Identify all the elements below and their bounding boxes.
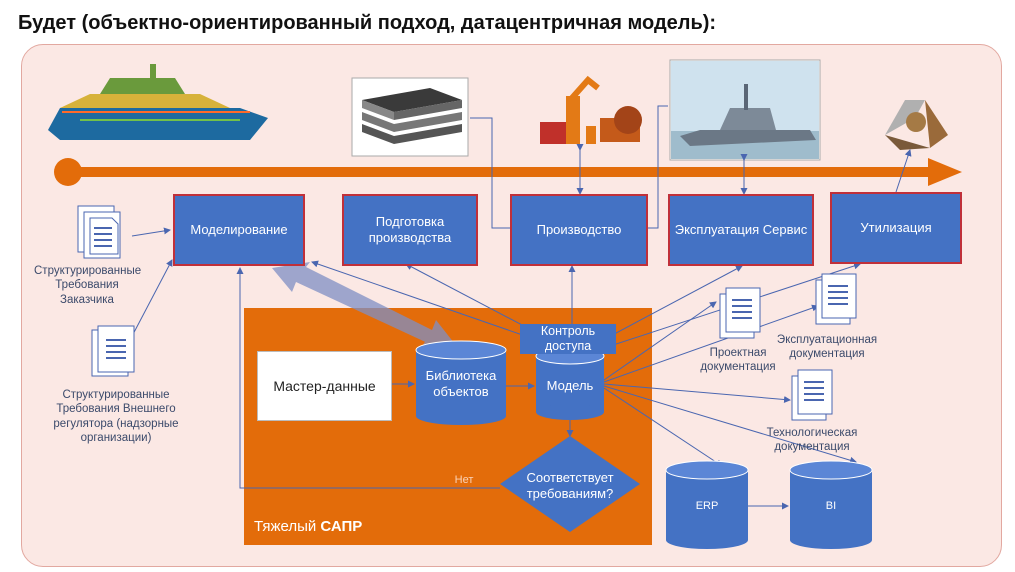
cad-title: Тяжелый САПР xyxy=(254,518,363,535)
document-icon xyxy=(719,287,761,339)
steel-plates-icon xyxy=(351,77,469,157)
customer-requirements-label: Структурированные Требования Заказчика xyxy=(34,265,142,306)
welding-robot-icon xyxy=(540,75,642,144)
model-db xyxy=(535,347,605,420)
design-docs-label: Проектная документация xyxy=(700,347,776,374)
technology-docs-label: Технологическая документация xyxy=(766,427,858,454)
operation-docs-label: Эксплуатационная документация xyxy=(776,334,878,361)
object-library-label: Библиотека объектов xyxy=(425,368,497,400)
lifecycle-timeline xyxy=(54,158,962,186)
erp-db xyxy=(665,460,749,549)
bi-db xyxy=(789,460,873,549)
no-label: Нет xyxy=(454,474,474,486)
requirements-check-decision xyxy=(500,436,640,532)
master-data-box: Мастер-данные xyxy=(257,351,392,421)
document-icon xyxy=(815,273,857,325)
page-title: Будет (объектно-ориентированный подход, … xyxy=(18,12,717,34)
library-modeling-sync-arrow xyxy=(272,262,458,350)
stage-modeling: Моделирование xyxy=(173,194,305,266)
stage-production: Производство xyxy=(510,194,648,266)
stage-production-preparation: Подготовка производства xyxy=(342,194,478,266)
document-icon xyxy=(77,205,121,259)
document-icon xyxy=(791,369,833,421)
regulator-requirements-label: Структурированные Требования Внешнего ре… xyxy=(53,389,179,445)
model-label: Модель xyxy=(546,378,594,393)
recycling-icon xyxy=(885,100,948,150)
bi-label: BI xyxy=(825,500,837,512)
erp-label: ERP xyxy=(695,500,719,512)
access-control-box: Контроль доступа xyxy=(520,324,616,354)
stage-operation-service: Эксплуатация Сервис xyxy=(668,194,814,266)
warship-icon xyxy=(669,59,821,161)
decision-label: Соответствует требованиям? xyxy=(526,470,614,502)
document-icon xyxy=(91,325,135,377)
ship-3d-model-icon xyxy=(48,64,268,140)
stage-disposal: Утилизация xyxy=(830,192,962,264)
object-library-db xyxy=(415,340,507,425)
